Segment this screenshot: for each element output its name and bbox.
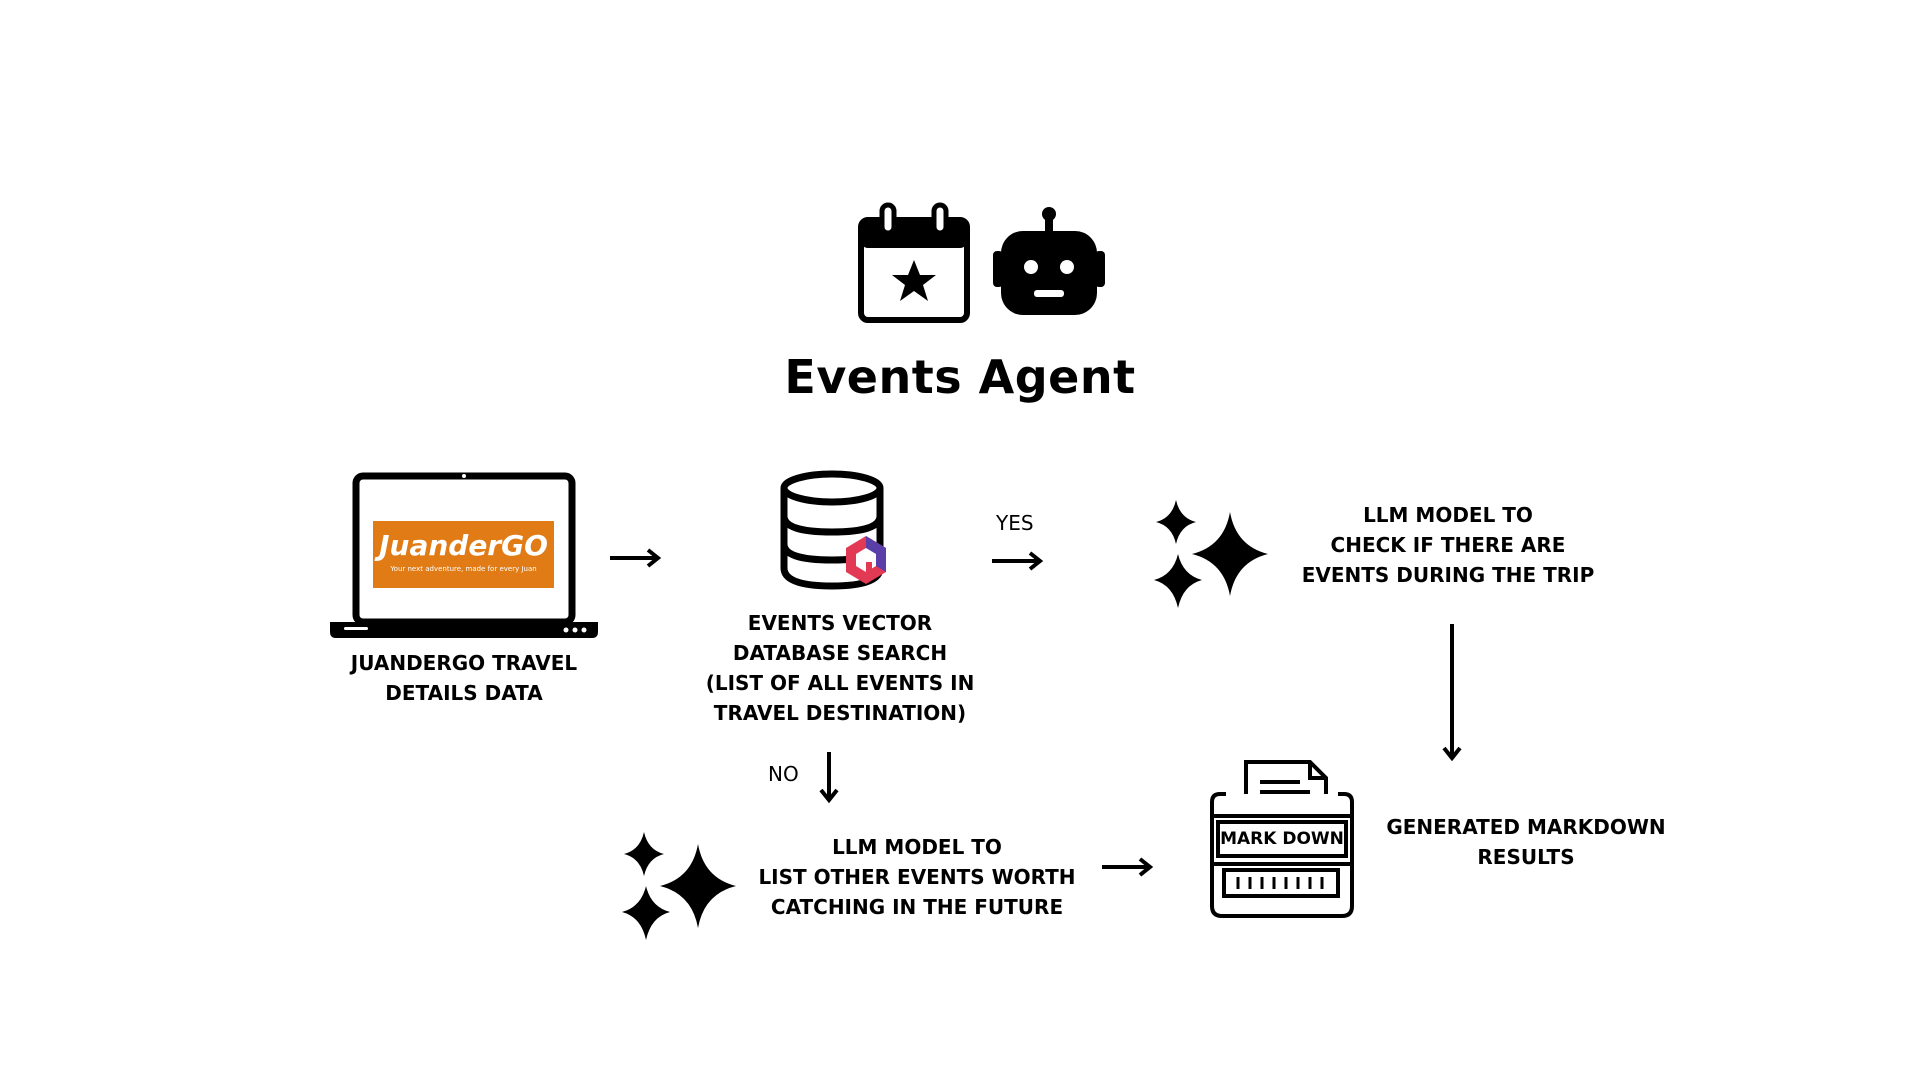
arrow-icon [819,752,839,804]
database-icon [780,470,886,590]
laptop-icon [330,472,598,638]
juandergo-logo: JuanderGO Your next adventure, made for … [373,521,554,588]
vector-search-label: EVENTS VECTOR DATABASE SEARCH (LIST OF A… [705,611,975,725]
markdown-file-icon [1210,760,1354,918]
calendar-star-icon [858,202,970,323]
page-title: Events Agent [784,350,1136,404]
yes-label: YES [996,511,1034,535]
llm-check-label: LLM MODEL TO CHECK IF THERE ARE EVENTS D… [1301,503,1595,587]
arrow-icon [610,548,662,568]
logo-text: JuanderGO [379,529,548,562]
sparkles-icon [1154,500,1268,608]
arrow-icon [1102,857,1154,877]
arrow-icon [1442,624,1462,762]
sparkles-icon [622,832,736,940]
logo-tagline: Your next adventure, made for every Juan [390,565,537,573]
no-label: NO [768,762,799,786]
markdown-icon-text: MARK DOWN [1220,829,1344,849]
markdown-results-label: GENERATED MARKDOWN RESULTS [1386,815,1666,869]
arrow-icon [992,551,1044,571]
travel-data-label: JUANDERGO TRAVEL DETAILS DATA [350,651,578,705]
robot-icon [993,207,1105,315]
llm-future-label: LLM MODEL TO LIST OTHER EVENTS WORTH CAT… [758,835,1076,919]
